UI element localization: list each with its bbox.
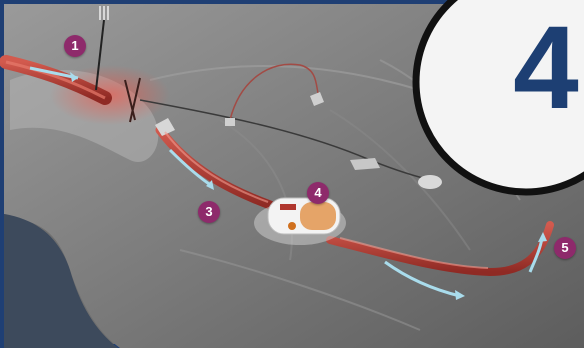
step-badge-3: 3 — [198, 201, 220, 223]
step-badge-5: 5 — [554, 237, 576, 259]
step-badge-1: 1 — [64, 35, 86, 57]
step-badge-4: 4 — [307, 182, 329, 204]
step-number: 4 — [486, 8, 584, 128]
